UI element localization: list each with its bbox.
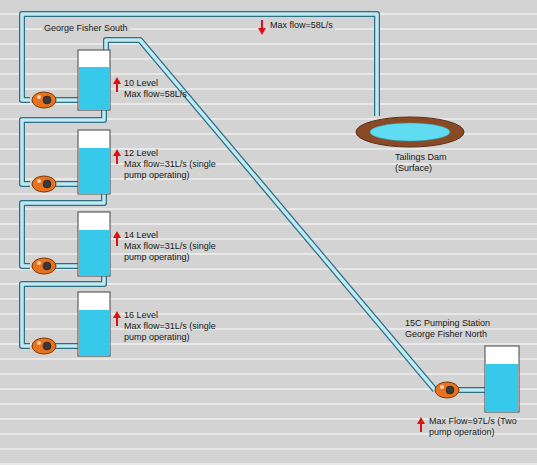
flow-arrowhead [113,149,121,156]
flow-arrowhead [417,417,425,424]
flow-arrow [116,155,118,164]
pipe-stroke [22,14,377,116]
node-title: 14 Level [124,230,244,241]
pipe-flow-label: Max flow=58L/s [268,20,335,31]
pipe-stroke [106,40,435,390]
tailings-dam: Tailings Dam (Surface) [355,116,467,176]
pipe [22,14,377,116]
pipe-stroke [106,40,435,390]
level-sump: 10 LevelMax flow=58L/s [30,50,245,110]
flow-note: Max flow=31L/s (single pump operating) [124,159,224,181]
flow-arrow [261,20,263,29]
flow-arrowhead [258,28,266,35]
node-title: 16 Level [124,310,244,321]
flow-arrow [420,423,422,432]
node-title: 12 Level [124,148,244,159]
level-sump: 12 LevelMax flow=31L/s (single pump oper… [30,130,245,194]
pumping-station: 15C Pumping Station George Fisher NorthM… [405,318,533,442]
node-title: 15C Pumping Station George Fisher North [405,318,497,340]
flow-note: Max flow=31L/s (single pump operating) [124,321,224,343]
node-title: 10 Level [124,78,244,89]
flow-arrowhead [113,77,121,84]
level-sump: 14 LevelMax flow=31L/s (single pump oper… [30,212,245,276]
flow-arrowhead [113,311,121,318]
flow-note: Max Flow=97L/s (Two pump operation) [429,416,529,438]
node-title: Tailings Dam (Surface) [395,152,461,174]
flow-arrow [116,237,118,246]
pipe [106,40,435,390]
flow-note: Max flow=31L/s (single pump operating) [124,241,224,263]
flow-arrow [116,317,118,326]
level-sump: 16 LevelMax flow=31L/s (single pump oper… [30,292,245,356]
pipe-stroke [22,14,377,116]
area-label: George Fisher South [42,23,130,34]
flow-arrowhead [113,231,121,238]
flow-arrow [116,83,118,92]
flow-note: Max flow=58L/s [124,89,224,100]
